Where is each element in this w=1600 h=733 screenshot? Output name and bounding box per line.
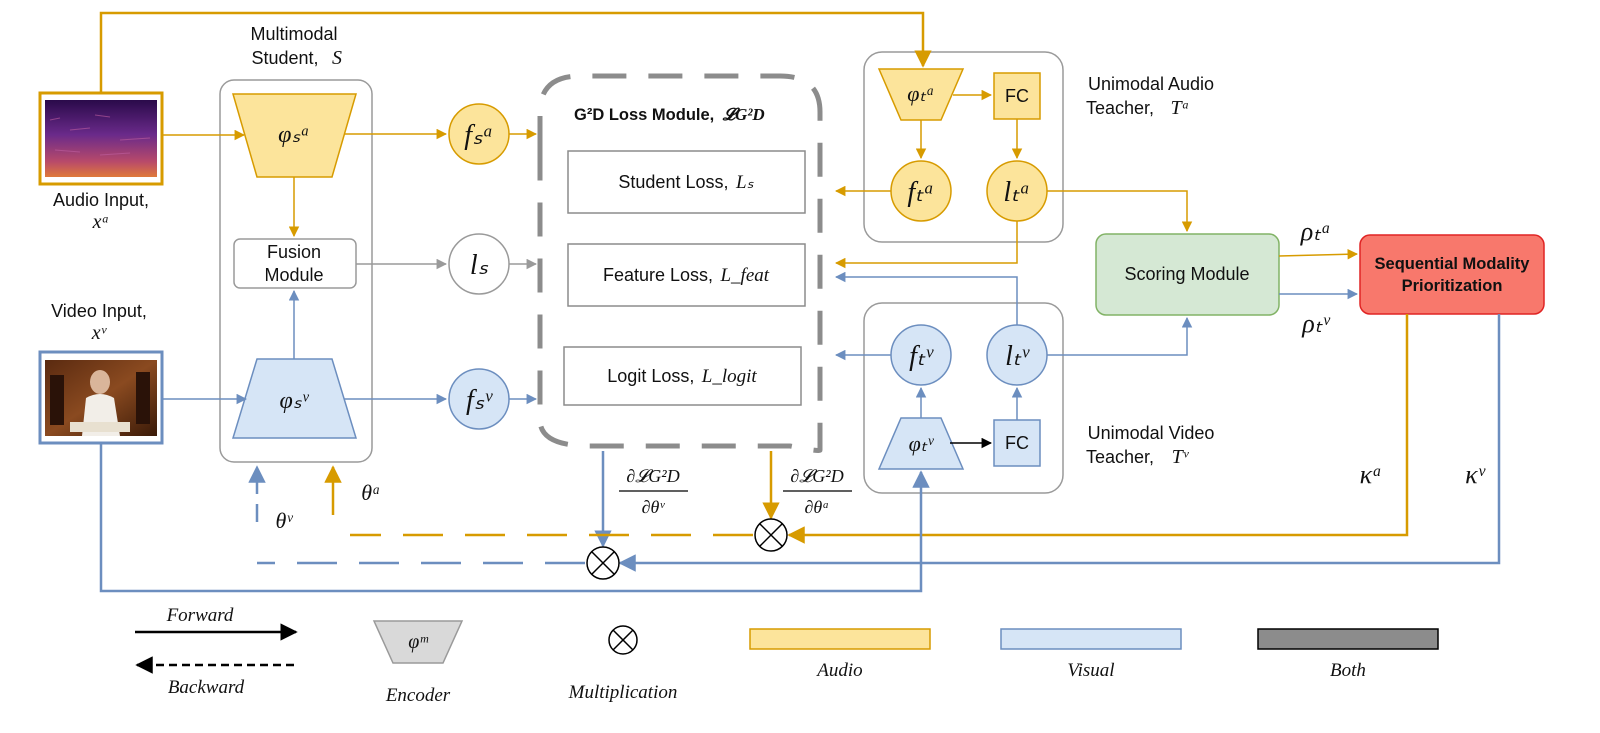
- student-audio-encoder: [232, 93, 357, 178]
- connectors: [99, 11, 1501, 593]
- video-teacher-title-line1: Unimodal Video: [1088, 423, 1215, 443]
- video-input: Video Input, xᵛ: [38, 301, 164, 445]
- legend-audio-label: Audio: [815, 660, 862, 681]
- multimodal-student: Multimodal Student, S φₛᵃ Fusion Module …: [219, 24, 373, 463]
- student-logit-symbol: lₛ: [470, 250, 489, 281]
- legend-backward-label: Backward: [168, 677, 245, 698]
- video-teacher-logit-to-scoring-arrow: [1047, 316, 1193, 356]
- audio-teacher-title-line2: Teacher,: [1086, 98, 1154, 118]
- kappa-visual-route-arrow: [618, 314, 1501, 572]
- smp-label-line2: Prioritization: [1402, 277, 1503, 295]
- audio-teacher-title-symbol: Tᵃ: [1170, 97, 1189, 119]
- kappa-visual-symbol: κᵛ: [1465, 460, 1485, 489]
- video-teacher-encoder: [877, 417, 965, 470]
- audio-teacher-fc-label: FC: [1005, 86, 1029, 106]
- legend-multiply-icon: [608, 625, 638, 655]
- legend-multiplication-label: Multiplication: [568, 682, 678, 703]
- grad-visual-denominator: ∂θᵛ: [642, 497, 666, 517]
- legend-forward-label: Forward: [166, 605, 234, 626]
- grad-audio-denominator: ∂θᵃ: [805, 497, 830, 517]
- grad-visual-numerator: ∂𝓛G²D: [626, 466, 679, 486]
- video-teacher-feature-symbol: fₜᵛ: [909, 341, 934, 372]
- loss-module-title: G²D Loss Module, 𝓛G²D: [574, 105, 765, 124]
- legend: Forward Backward φᵐ Encoder Multiplicati…: [135, 605, 1439, 706]
- student-outputs: fₛᵃ lₛ fₛᵛ: [448, 103, 510, 430]
- student-visual-feature-symbol: fₛᵛ: [466, 385, 493, 416]
- legend-encoder-label: Encoder: [385, 685, 451, 706]
- scoring-module: Scoring Module ρₜᵃ ρₜᵛ: [1095, 217, 1332, 338]
- legend-encoder-icon: [372, 620, 464, 664]
- student-loss-label: Student Loss, Lₛ: [618, 172, 754, 193]
- video-to-teacher-arrow: [99, 443, 930, 593]
- scoring-module-label: Scoring Module: [1124, 264, 1249, 284]
- kappa-audio-route-arrow: [787, 314, 1409, 544]
- student-audio-feature-symbol: fₛᵃ: [464, 120, 493, 151]
- video-input-symbol: xᵛ: [91, 322, 108, 344]
- smp-box: [1359, 234, 1545, 315]
- video-teacher-logit-to-feature-loss-arrow: [834, 271, 1018, 325]
- audio-teacher-feature-symbol: fₜᵃ: [907, 177, 934, 208]
- video-input-label: Video Input,: [51, 301, 147, 321]
- gradient-labels: ∂𝓛G²D ∂θᵛ ∂𝓛G²D ∂θᵃ θᵃ θᵛ: [276, 466, 852, 533]
- theta-visual-symbol: θᵛ: [276, 508, 294, 533]
- smp-label-line1: Sequential Modality: [1375, 255, 1531, 273]
- audio-teacher-encoder-symbol: φₜᵃ: [907, 81, 934, 106]
- video-teacher-encoder-symbol: φₜᵛ: [909, 431, 935, 456]
- audio-teacher-logit-to-feature-loss-arrow: [834, 221, 1018, 269]
- legend-visual-label: Visual: [1067, 660, 1114, 681]
- feature-loss-label: Feature Loss, L_feat: [603, 265, 770, 286]
- video-teacher-fc: [993, 419, 1041, 467]
- grad-audio-numerator: ∂𝓛G²D: [790, 466, 843, 486]
- student-title-line1: Multimodal: [250, 24, 337, 44]
- audio-teacher-logit-symbol: lₜᵃ: [1003, 177, 1030, 208]
- student-title-line2: Student,: [251, 48, 318, 68]
- loss-module-border: [537, 73, 823, 453]
- legend-both-label: Both: [1330, 660, 1366, 681]
- legend-visual-swatch: [1000, 628, 1182, 650]
- fusion-module-line2: Module: [264, 265, 323, 285]
- scoring-module-box: [1095, 233, 1280, 316]
- rho-visual-symbol: ρₜᵛ: [1301, 309, 1330, 338]
- scoring-to-smp-audio-arrow: [1278, 248, 1359, 260]
- student-title-symbol: S: [332, 47, 342, 69]
- student-audio-encoder-symbol: φₛᵃ: [278, 122, 310, 148]
- legend-both-swatch: [1257, 628, 1439, 650]
- video-teacher-container: [863, 302, 1064, 494]
- multiply-visual-node: [586, 546, 620, 580]
- audio-input: Audio Input, xᵃ: [38, 91, 164, 233]
- fusion-module-line1: Fusion: [267, 242, 321, 262]
- student-visual-encoder: [231, 358, 358, 439]
- multiplication-nodes: [586, 518, 788, 580]
- feature-loss-box: [567, 243, 806, 307]
- logit-loss-box: [563, 346, 802, 406]
- audio-to-teacher-arrow: [99, 11, 932, 93]
- legend-encoder-symbol: φᵐ: [408, 631, 428, 653]
- audio-input-symbol: xᵃ: [92, 211, 110, 233]
- theta-audio-symbol: θᵃ: [361, 480, 381, 505]
- g2d-loss-module: G²D Loss Module, 𝓛G²D Student Loss, Lₛ F…: [537, 73, 823, 453]
- rho-audio-symbol: ρₜᵃ: [1300, 217, 1332, 246]
- audio-teacher-container: [863, 51, 1064, 243]
- multiply-audio-node: [754, 518, 788, 552]
- sequential-modality-prioritization: Sequential Modality Prioritization κᵃ κᵛ: [1359, 234, 1545, 489]
- audio-teacher-logit-to-scoring-arrow: [1047, 190, 1193, 233]
- video-teacher-title-line2: Teacher,: [1086, 447, 1154, 467]
- audio-teacher: φₜᵃ FC fₜᵃ lₜᵃ Unimodal Audio Teacher, T…: [863, 51, 1214, 243]
- student-loss-box: [567, 150, 806, 214]
- video-teacher-logit-symbol: lₜᵛ: [1005, 341, 1030, 372]
- legend-audio-swatch: [749, 628, 931, 650]
- audio-teacher-encoder: [877, 68, 965, 121]
- logit-loss-label: Logit Loss, L_logit: [607, 366, 757, 387]
- video-teacher-title-symbol: Tᵛ: [1172, 446, 1190, 468]
- audio-teacher-title-line1: Unimodal Audio: [1088, 74, 1214, 94]
- audio-input-label: Audio Input,: [53, 190, 149, 210]
- kappa-audio-symbol: κᵃ: [1360, 460, 1383, 489]
- video-teacher-fc-label: FC: [1005, 433, 1029, 453]
- student-visual-encoder-symbol: φₛᵛ: [280, 388, 310, 414]
- student-container: [219, 79, 373, 463]
- video-teacher: fₜᵛ lₜᵛ φₜᵛ FC Unimodal Video Teacher, T…: [863, 302, 1215, 494]
